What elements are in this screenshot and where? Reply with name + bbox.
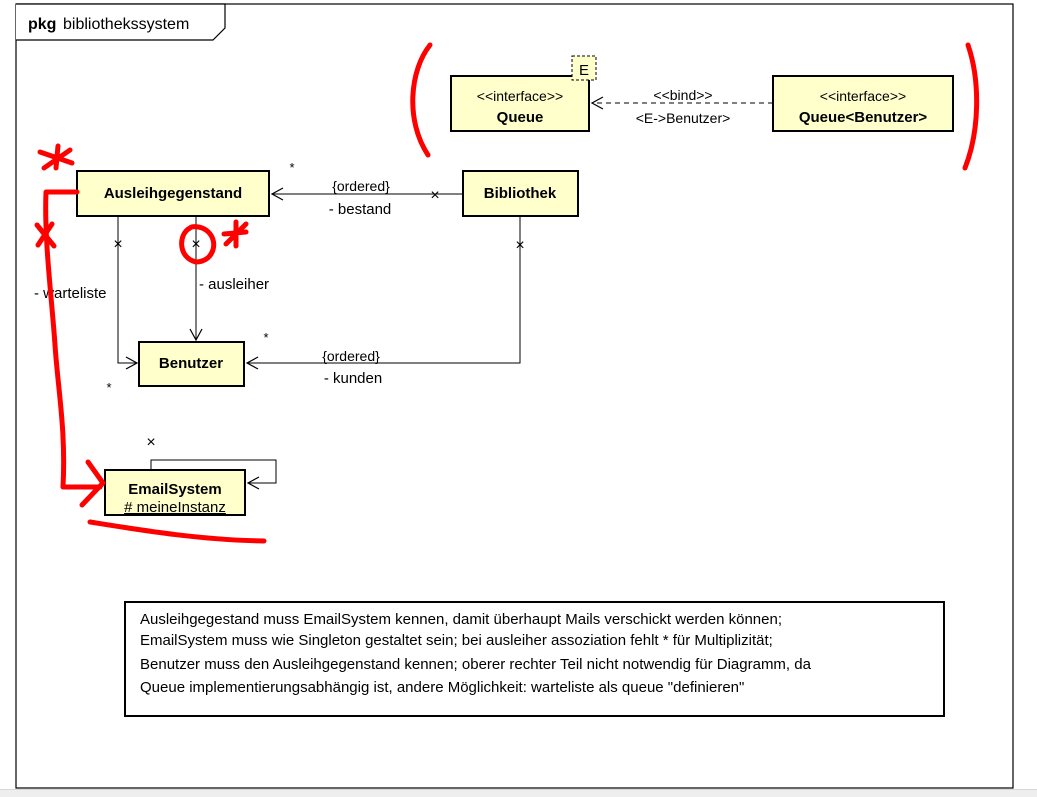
kunden-multiplicity: * [263, 330, 268, 345]
emailsystem-self-cross: × [146, 434, 155, 451]
benutzer-name: Benutzer [159, 355, 223, 372]
bestand-cross: × [430, 187, 439, 204]
red-cross-left [34, 221, 57, 249]
bestand-constraint: {ordered} [332, 178, 390, 194]
kunden-cross: × [515, 237, 524, 254]
bestand-multiplicity: * [289, 160, 294, 175]
note-line-3: Benutzer muss den Ausleihgegenstand kenn… [140, 656, 812, 673]
assoc-emailsystem-self-line [150, 459, 277, 490]
red-left-parenthesis [410, 42, 433, 158]
warteliste-role: - warteliste [34, 285, 107, 302]
red-right-parenthesis [962, 42, 980, 171]
ausleiher-role: - ausleiher [199, 276, 269, 293]
warteliste-cross: × [113, 236, 122, 253]
bestand-role: - bestand [329, 201, 392, 218]
package-keyword: pkg [28, 16, 56, 33]
assoc-kunden-line [245, 216, 521, 370]
red-asterisk-top-left [37, 143, 75, 171]
queue-template-param-box [571, 55, 597, 81]
kunden-role: - kunden [324, 370, 382, 387]
bind-binding: <E->Benutzer> [636, 110, 731, 126]
red-underline-emailsystem [87, 519, 267, 544]
warteliste-multiplicity: * [106, 380, 111, 395]
queue-benutzer-name: Queue<Benutzer> [799, 109, 928, 126]
red-arrowhead-emailsystem [79, 459, 106, 508]
class-queue-benutzer[interactable] [772, 75, 954, 132]
queue-benutzer-stereotype: <<interface>> [820, 88, 906, 104]
window-bottom-strip [0, 789, 1037, 797]
bind-label: <<bind>> [653, 87, 712, 103]
bibliothek-name: Bibliothek [484, 185, 557, 202]
note-box [124, 601, 945, 717]
emailsystem-name: EmailSystem [128, 481, 221, 498]
class-ausleihgegenstand[interactable] [76, 170, 270, 217]
ausleiher-cross: × [191, 236, 200, 253]
ausleihgegenstand-name: Ausleihgegenstand [104, 185, 242, 202]
kunden-constraint: {ordered} [322, 348, 380, 364]
note-line-4: Queue implementierungsabhängig ist, ande… [140, 679, 744, 696]
package-tab [16, 3, 226, 41]
note-line-1: Ausleihgegestand muss EmailSystem kennen… [140, 611, 782, 628]
emailsystem-attribute: # meineInstanz [124, 499, 226, 516]
queue-template-param: E [579, 62, 589, 79]
class-benutzer[interactable] [138, 341, 245, 387]
class-queue[interactable] [450, 75, 590, 132]
note-line-2: EmailSystem muss wie Singleton gestaltet… [140, 632, 773, 649]
red-circle-ausleiher [179, 224, 217, 265]
red-annotations [34, 42, 980, 544]
class-emailsystem[interactable] [104, 469, 246, 516]
queue-stereotype: <<interface>> [477, 88, 563, 104]
queue-name: Queue [497, 109, 544, 126]
red-asterisk-ausleiher [221, 219, 249, 249]
package-name: bibliothekssystem [63, 16, 189, 33]
assoc-warteliste-line [117, 216, 139, 370]
